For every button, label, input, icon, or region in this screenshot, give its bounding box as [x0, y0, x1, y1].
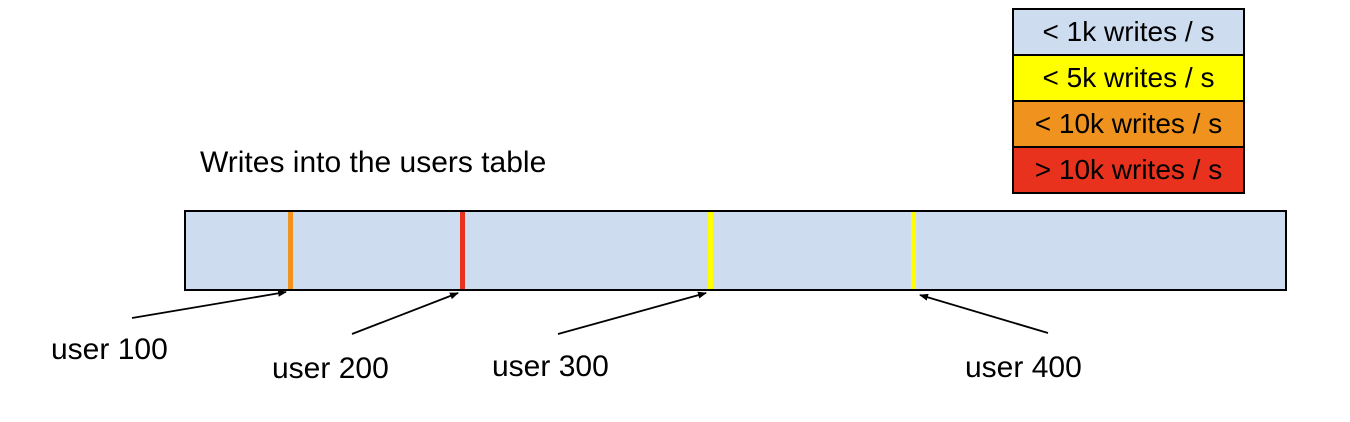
legend-label: < 10k writes / s [1034, 108, 1223, 139]
legend-row-gt-10k: > 10k writes / s [1012, 146, 1245, 194]
legend-row-lt-1k: < 1k writes / s [1012, 8, 1245, 56]
user-label-200: user 200 [272, 352, 389, 385]
legend-label: < 1k writes / s [1042, 16, 1215, 47]
arrow-user-100 [131, 289, 287, 319]
user-label-400: user 400 [965, 351, 1082, 384]
legend-label: > 10k writes / s [1034, 154, 1223, 185]
write-rate-marker-user-200 [460, 212, 465, 289]
arrow-user-300 [557, 291, 707, 335]
page-title: Writes into the users table [200, 146, 547, 179]
user-label-100: user 100 [51, 333, 168, 366]
write-rate-marker-user-300 [708, 212, 713, 289]
user-label-300: user 300 [492, 350, 609, 383]
arrow-user-200 [351, 292, 459, 335]
write-rate-marker-user-100 [288, 212, 293, 289]
legend-row-lt-5k: < 5k writes / s [1012, 54, 1245, 102]
write-rate-marker-user-400 [911, 212, 916, 289]
users-table-bar [184, 210, 1287, 291]
legend-row-lt-10k: < 10k writes / s [1012, 100, 1245, 148]
arrow-user-400 [919, 293, 1049, 334]
legend-label: < 5k writes / s [1042, 62, 1215, 93]
legend: < 1k writes / s < 5k writes / s < 10k wr… [1012, 8, 1245, 194]
